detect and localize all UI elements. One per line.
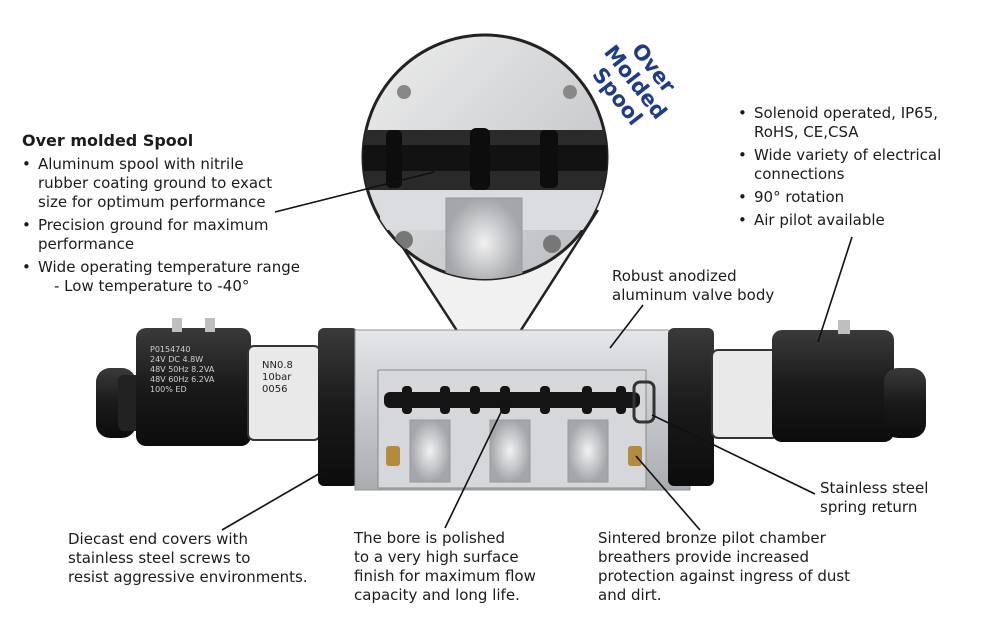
label-spring-return: Stainless steel spring return [820,479,990,517]
label-valve-body: Robust anodized aluminum valve body [612,267,832,305]
left-block-title: Over molded Spool [22,131,194,150]
bullet-line: 90° rotation [754,188,845,206]
left-bullet: Wide operating temperature range [22,258,352,277]
left-solenoid-coil [136,328,251,446]
coil-left-line: 48V 60Hz 6.2VA [150,375,215,384]
bronze-breather-right [628,446,642,466]
sleeve-line: 0056 [262,384,288,395]
coil-left-line: P0154740 [150,345,191,354]
right-coil-sleeve [711,349,779,439]
leader-solenoid [817,236,853,343]
label-line: stainless steel screws to [68,549,251,567]
leader-spring [651,414,816,495]
bullet-line: RoHS, CE,CSA [754,123,859,141]
label-end-covers: Diecast end covers with stainless steel … [68,530,348,587]
left-block: Aluminum spool with nitrile rubber coati… [22,155,352,296]
label-line: and dirt. [598,586,662,604]
label-line: finish for maximum flow [354,567,536,585]
leader-body [609,304,644,349]
label-line: breathers provide increased [598,548,809,566]
bullet-line: size for optimum performance [38,193,266,211]
label-line: The bore is polished [354,529,506,547]
spool [384,392,640,408]
bullet-line: Wide operating temperature range [38,258,300,276]
leader-breathers [635,455,701,531]
label-line: Stainless steel [820,479,929,497]
sleeve-left-label: NN0.8 10bar 0056 [262,360,310,396]
right-bullet: 90° rotation [738,188,988,207]
bullet-line: rubber coating ground to exact [38,174,273,192]
left-bullet: Precision ground for maximum performance [22,216,352,254]
bullet-line: Wide variety of electrical [754,146,942,164]
bullet-line: Precision ground for maximum [38,216,269,234]
sleeve-line: NN0.8 [262,360,293,371]
label-line: capacity and long life. [354,586,520,604]
label-bore: The bore is polished to a very high surf… [354,529,574,605]
label-line: Sintered bronze pilot chamber [598,529,826,547]
coil-left-line: 48V 50Hz 8.2VA [150,365,215,374]
bullet-line: Aluminum spool with nitrile [38,155,244,173]
bullet-line: Air pilot available [754,211,885,229]
label-line: Diecast end covers with [68,530,248,548]
coil-left-line: 24V DC 4.8W [150,355,204,364]
leader-bore [444,403,506,529]
label-breathers: Sintered bronze pilot chamber breathers … [598,529,898,605]
coil-left-label: P0154740 24V DC 4.8W 48V 50Hz 8.2VA 48V … [150,345,245,395]
bullet-line: Solenoid operated, IP65, [754,104,939,122]
bullet-line: connections [754,165,845,183]
right-bullet: Solenoid operated, IP65, RoHS, CE,CSA [738,104,988,142]
right-connector-ring [884,368,926,438]
label-line: Robust anodized [612,267,737,285]
label-line: aluminum valve body [612,286,775,304]
bronze-breather-left [386,446,400,466]
left-end-cover [318,328,358,486]
right-bullet: Wide variety of electrical connections [738,146,988,184]
right-end-cover [668,328,714,486]
right-block: Solenoid operated, IP65, RoHS, CE,CSA Wi… [738,104,988,234]
spring [632,380,656,424]
label-line: resist aggressive environments. [68,568,308,586]
left-bullet: Aluminum spool with nitrile rubber coati… [22,155,352,212]
coil-left-line: 100% ED [150,385,187,394]
label-line: spring return [820,498,918,516]
label-line: to a very high surface [354,548,519,566]
right-solenoid-coil [772,330,894,442]
leader-endcovers [221,471,323,531]
left-sub-bullet: - Low temperature to -40° [54,277,250,295]
sleeve-line: 10bar [262,372,292,383]
right-bullet: Air pilot available [738,211,988,230]
label-line: protection against ingress of dust [598,567,851,585]
bullet-line: performance [38,235,135,253]
